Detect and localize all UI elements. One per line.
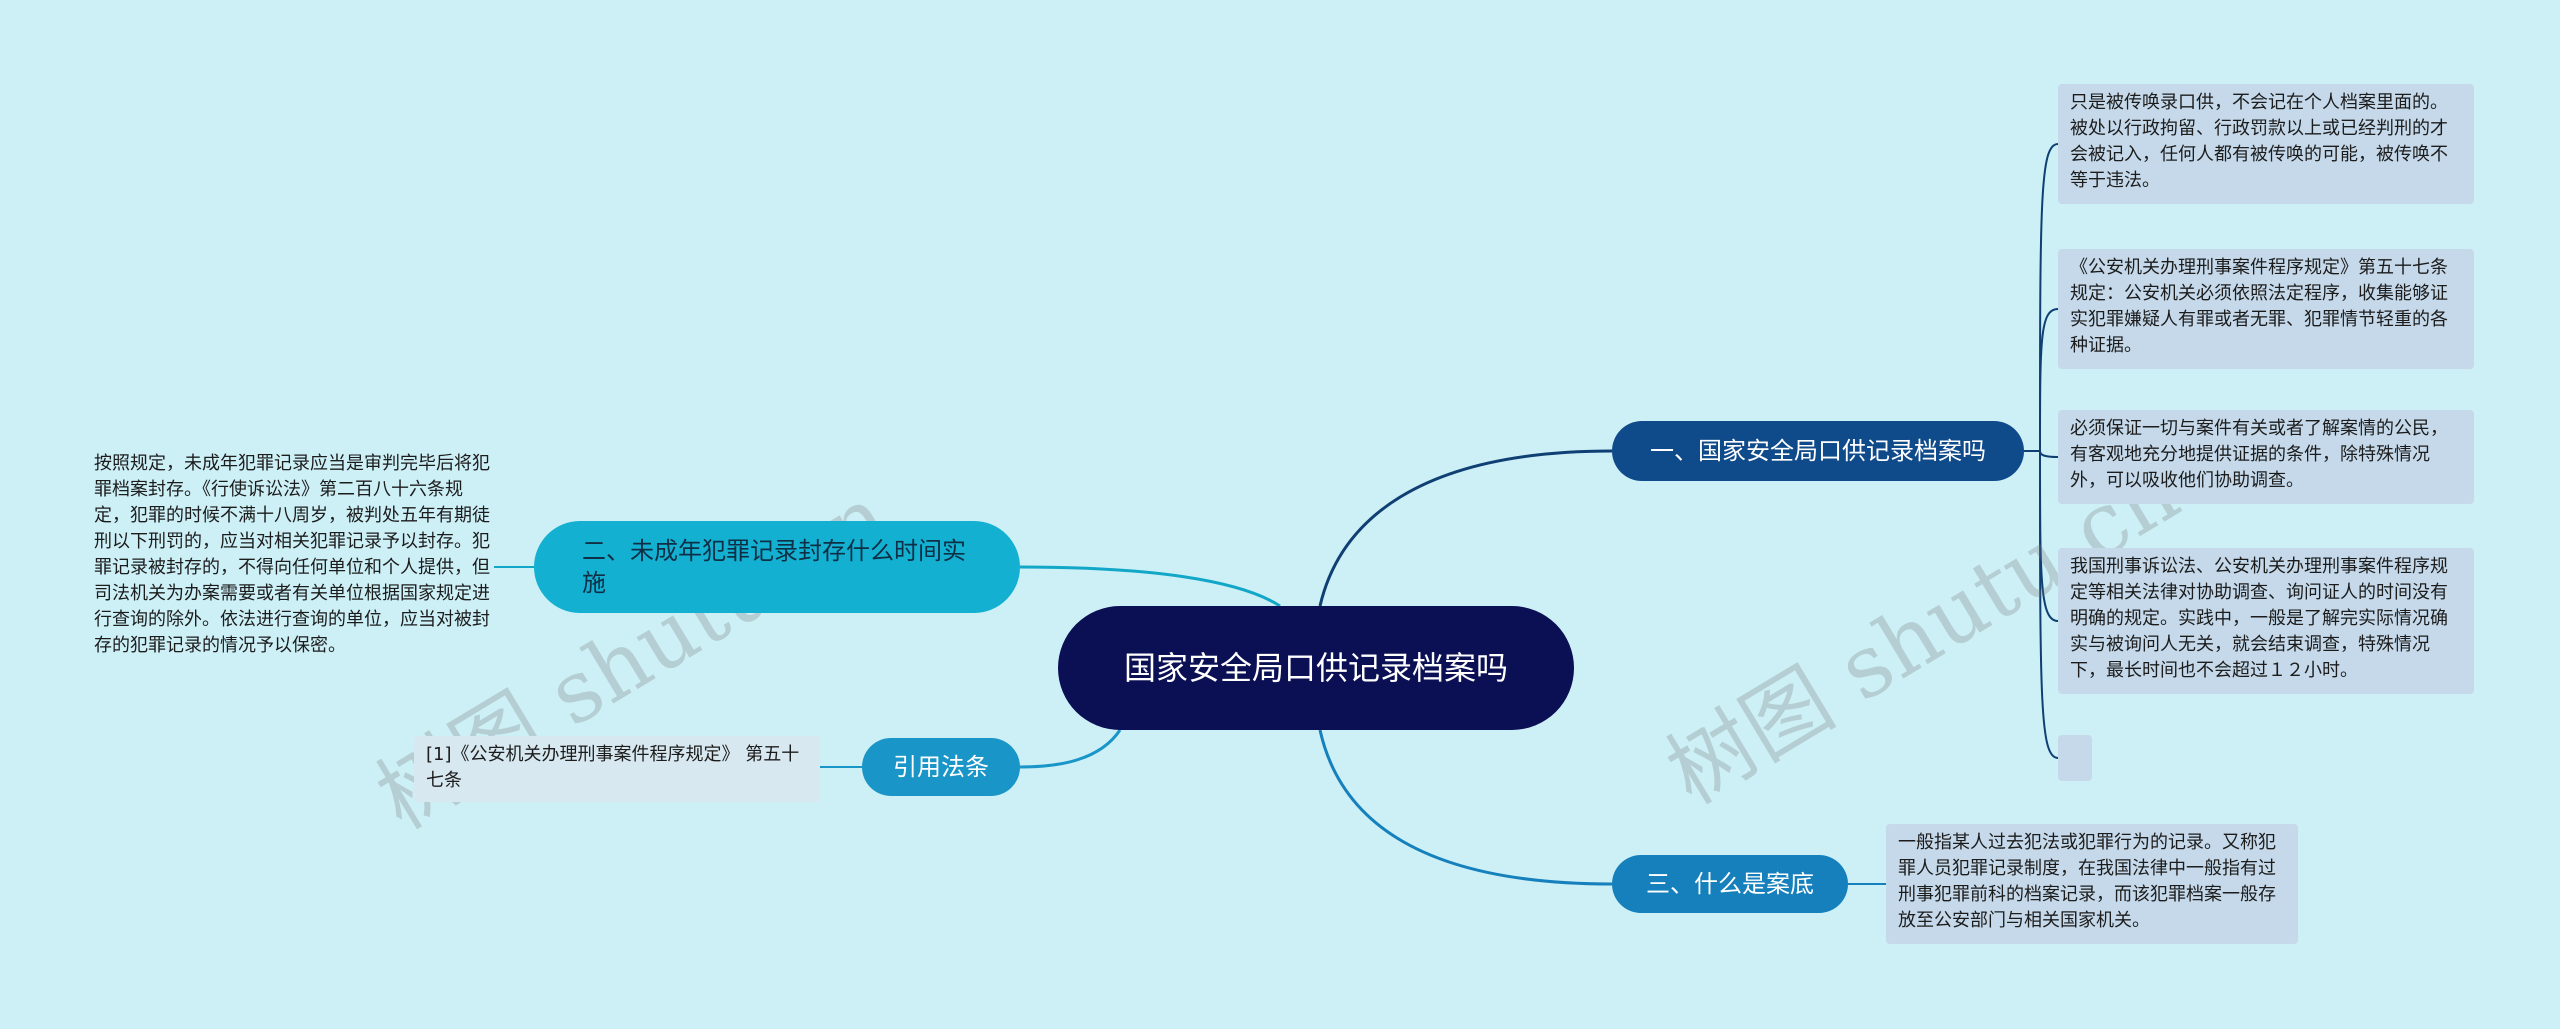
- branch-node-2[interactable]: 二、未成年犯罪记录封存什么时间实施: [534, 521, 1020, 613]
- edge-b1-l5: [2039, 450, 2059, 759]
- leaf-node-1[interactable]: 只是被传唤录口供，不会记在个人档案里面的。被处以行政拘留、行政罚款以上或已经判刑…: [2058, 84, 2474, 204]
- leaf-node-4-text: 我国刑事诉讼法、公安机关办理刑事案件程序规定等相关法律对协助调查、询问证人的时间…: [2070, 556, 2448, 681]
- leaf-node-empty[interactable]: [2058, 735, 2092, 781]
- citation-node[interactable]: [1]《公安机关办理刑事案件程序规定》 第五十七条: [414, 736, 820, 802]
- edge-b1-l2: [2039, 308, 2059, 452]
- leaf-node-2-text: 《公安机关办理刑事案件程序规定》第五十七条规定：公安机关必须依照法定程序，收集能…: [2070, 257, 2448, 356]
- edge-root-b1: [1318, 449, 1613, 607]
- juvenile-record-text-node[interactable]: 按照规定，未成年犯罪记录应当是审判完毕后将犯罪档案封存。《行使诉讼法》第二百八十…: [94, 451, 494, 681]
- leaf-node-case-record-text: 一般指某人过去犯法或犯罪行为的记录。又称犯罪人员犯罪记录制度，在我国法律中一般指…: [1898, 832, 2276, 931]
- branch-node-2-label: 二、未成年犯罪记录封存什么时间实施: [582, 537, 966, 597]
- branch-node-1[interactable]: 一、国家安全局口供记录档案吗: [1612, 421, 2024, 481]
- leaf-node-4[interactable]: 我国刑事诉讼法、公安机关办理刑事案件程序规定等相关法律对协助调查、询问证人的时间…: [2058, 548, 2474, 694]
- root-topic[interactable]: 国家安全局口供记录档案吗: [1058, 606, 1574, 730]
- leaf-node-2[interactable]: 《公安机关办理刑事案件程序规定》第五十七条规定：公安机关必须依照法定程序，收集能…: [2058, 249, 2474, 369]
- citation-node-text: [1]《公安机关办理刑事案件程序规定》 第五十七条: [426, 744, 800, 791]
- leaf-node-1-text: 只是被传唤录口供，不会记在个人档案里面的。被处以行政拘留、行政罚款以上或已经判刑…: [2070, 92, 2448, 191]
- leaf-node-case-record[interactable]: 一般指某人过去犯法或犯罪行为的记录。又称犯罪人员犯罪记录制度，在我国法律中一般指…: [1886, 824, 2298, 944]
- edge-b1-l3: [2039, 450, 2059, 458]
- edge-root-b2: [1019, 565, 1281, 608]
- leaf-node-3-text: 必须保证一切与案件有关或者了解案情的公民，有客观地充分地提供证据的条件，除特殊情…: [2070, 418, 2448, 491]
- edge-b1-l4: [2039, 450, 2059, 622]
- root-topic-label: 国家安全局口供记录档案吗: [1123, 649, 1508, 687]
- edge-b1-l1: [2039, 143, 2059, 452]
- branch-node-1-label: 一、国家安全局口供记录档案吗: [1650, 437, 1986, 465]
- leaf-node-3[interactable]: 必须保证一切与案件有关或者了解案情的公民，有客观地充分地提供证据的条件，除特殊情…: [2058, 410, 2474, 504]
- branch-node-3-label: 三、什么是案底: [1646, 870, 1814, 898]
- branch-node-citation-label: 引用法条: [893, 753, 989, 781]
- edge-root-b4: [1318, 729, 1613, 886]
- juvenile-record-text: 按照规定，未成年犯罪记录应当是审判完毕后将犯罪档案封存。《行使诉讼法》第二百八十…: [94, 453, 490, 656]
- edge-root-b3: [1019, 729, 1122, 769]
- branch-node-citation[interactable]: 引用法条: [862, 738, 1020, 796]
- branch-node-3[interactable]: 三、什么是案底: [1612, 855, 1848, 913]
